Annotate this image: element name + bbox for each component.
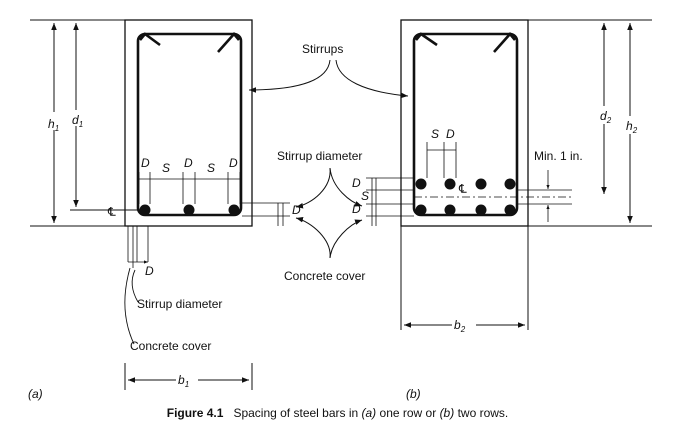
label-min-spacing: Min. 1 in.: [534, 149, 583, 163]
label-d-b-left1: D: [352, 176, 361, 190]
hook-left-b: [415, 32, 438, 47]
section-a: h1 d1 ℄ D S D S D D D St: [28, 19, 301, 401]
bar-a3: [228, 204, 240, 216]
label-s-a2: S: [207, 161, 215, 175]
label-s-b-left: S: [361, 189, 369, 203]
caption-part-a: (a): [361, 406, 377, 420]
caption-part-b: (b): [439, 406, 455, 420]
bar-b-bot-4: [504, 204, 516, 216]
label-s-b-top: S: [431, 127, 439, 141]
caption-text-2: one row or: [376, 406, 440, 420]
label-stirrups: Stirrups: [302, 42, 343, 56]
label-d-a-bottom: D: [145, 264, 154, 278]
label-d-a2: D: [184, 156, 193, 170]
label-h1: h1: [48, 117, 59, 133]
beam-outline-a: [124, 19, 253, 227]
label-b1: b1: [178, 373, 189, 389]
caption-figure-number: Figure 4.1: [166, 406, 224, 420]
caption-text-3: two rows.: [454, 406, 509, 420]
label-d2: d2: [600, 109, 612, 125]
label-concrete-cover-a: Concrete cover: [130, 339, 211, 353]
centerline-a: ℄: [107, 205, 116, 219]
label-s-a1: S: [162, 161, 170, 175]
label-d-a3: D: [229, 156, 238, 170]
bar-b-bot-1: [415, 204, 427, 216]
label-d-b-left2: D: [352, 202, 361, 216]
label-b2: b2: [454, 318, 466, 334]
figure-caption: Figure 4.1 Spacing of steel bars in (a) …: [0, 406, 675, 420]
label-stirrup-diameter-mid: Stirrup diameter: [277, 149, 362, 163]
label-d-a1: D: [141, 156, 150, 170]
hook-right-a: [217, 32, 240, 53]
bar-b-top-4: [504, 178, 516, 190]
label-h2: h2: [626, 119, 638, 135]
bar-b-top-3: [475, 178, 487, 190]
stirrup-a: [136, 32, 243, 217]
label-stirrup-diameter-a: Stirrup diameter: [137, 297, 222, 311]
hook-right-b: [493, 32, 516, 53]
stirrup-b: [412, 32, 519, 217]
hook-left-a: [139, 32, 161, 47]
bar-b-bot-3: [475, 204, 487, 216]
bar-b-top-1: [415, 178, 427, 190]
bar-a2: [183, 204, 195, 216]
panel-label-b: (b): [406, 387, 421, 401]
middle-annotations: Stirrups Stirrup diameter Concrete cover: [248, 42, 409, 283]
bar-a1: [139, 204, 151, 216]
label-d-b-top: D: [446, 127, 455, 141]
caption-text-1: Spacing of steel bars in: [233, 406, 362, 420]
section-b: ℄ S D D S D Min. 1 in. d2 h2: [352, 19, 652, 401]
label-d-a-right: D: [292, 203, 301, 217]
bar-b-top-2: [444, 178, 456, 190]
beam-outline-b: [400, 19, 529, 227]
centerline-b: ℄: [458, 182, 467, 196]
label-d1: d1: [72, 113, 83, 129]
bar-b-bot-2: [444, 204, 456, 216]
panel-label-a: (a): [28, 387, 43, 401]
label-concrete-cover-mid: Concrete cover: [284, 269, 365, 283]
